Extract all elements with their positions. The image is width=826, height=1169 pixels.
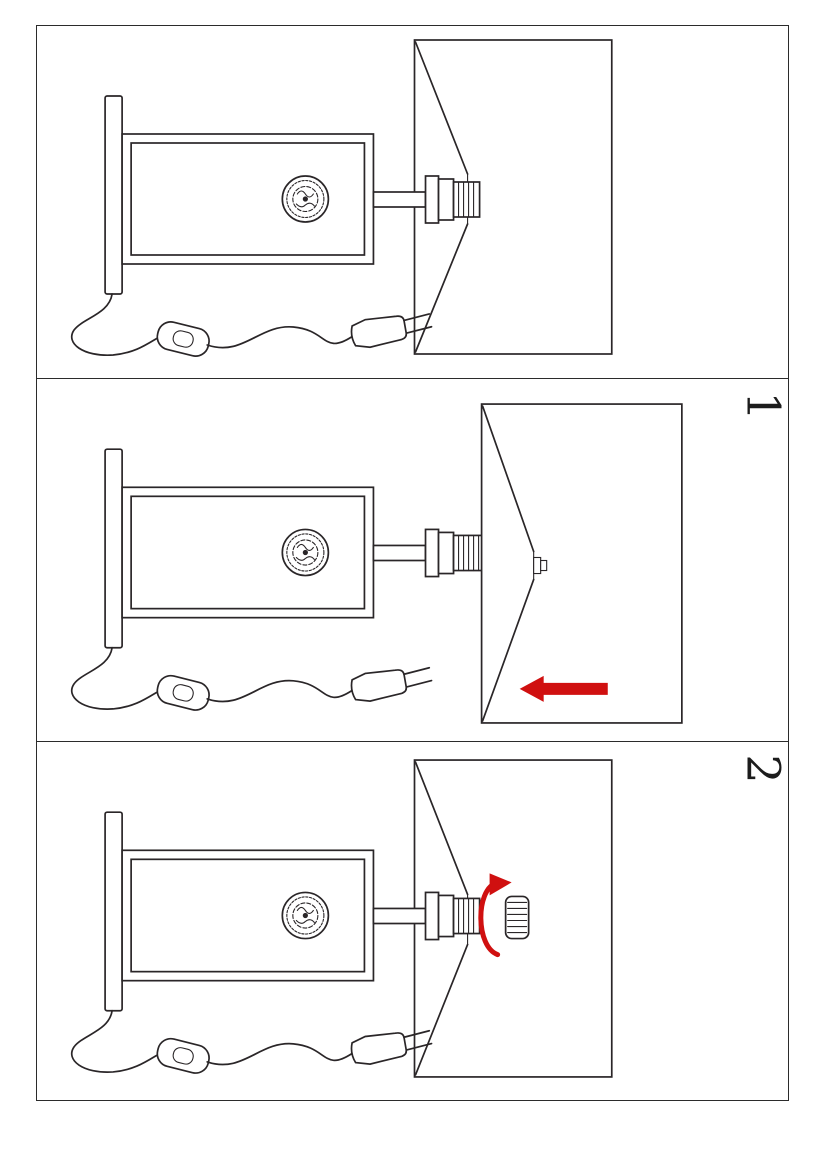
lamp-base-plate [104, 811, 123, 1012]
socket-rod [372, 191, 427, 208]
socket-rod [372, 907, 427, 925]
panel-step-2: 2 [37, 741, 788, 1100]
lamp-body [121, 133, 375, 265]
panel-overview [37, 26, 788, 378]
brand-emblem-icon [281, 891, 330, 940]
cord-switch [156, 321, 210, 357]
panel-step-1: 1 [37, 378, 788, 741]
cord-switch [156, 674, 210, 711]
diagram-frame: 1 [36, 25, 789, 1101]
cord-switch [156, 1037, 210, 1074]
lamp-base-plate [104, 448, 123, 649]
lamp-socket [424, 175, 481, 224]
step-2-drawing [71, 759, 613, 1078]
lamp-socket [424, 891, 481, 941]
lampshade [480, 403, 683, 724]
power-plug-icon [350, 313, 433, 349]
rotate-arrow-icon [478, 873, 512, 958]
locking-ring [504, 895, 530, 940]
lamp-base [104, 95, 427, 295]
socket-threads [452, 181, 481, 218]
lamp-body [121, 849, 375, 982]
power-cord [71, 1009, 433, 1074]
lamp-body-inner-border [130, 858, 366, 973]
lamp-base [104, 448, 427, 649]
lamp-body-inner-border [130, 495, 366, 610]
socket-threads [452, 897, 481, 935]
overview-drawing [71, 39, 613, 357]
lamp-base-plate [104, 95, 123, 295]
shade-fitting [533, 556, 548, 575]
lamp-body-inner-border [130, 142, 366, 256]
power-plug-icon [350, 1029, 433, 1065]
power-cord [71, 293, 433, 357]
power-plug-icon [350, 666, 433, 702]
lamp-socket [424, 528, 485, 578]
brand-emblem-icon [281, 528, 330, 577]
slide-arrow-icon [519, 675, 608, 702]
brand-emblem-icon [281, 175, 330, 223]
socket-rod [372, 544, 427, 562]
lamp-base [104, 811, 427, 1012]
lamp-body [121, 486, 375, 619]
step-1-drawing [71, 403, 683, 724]
power-cord [71, 646, 433, 711]
